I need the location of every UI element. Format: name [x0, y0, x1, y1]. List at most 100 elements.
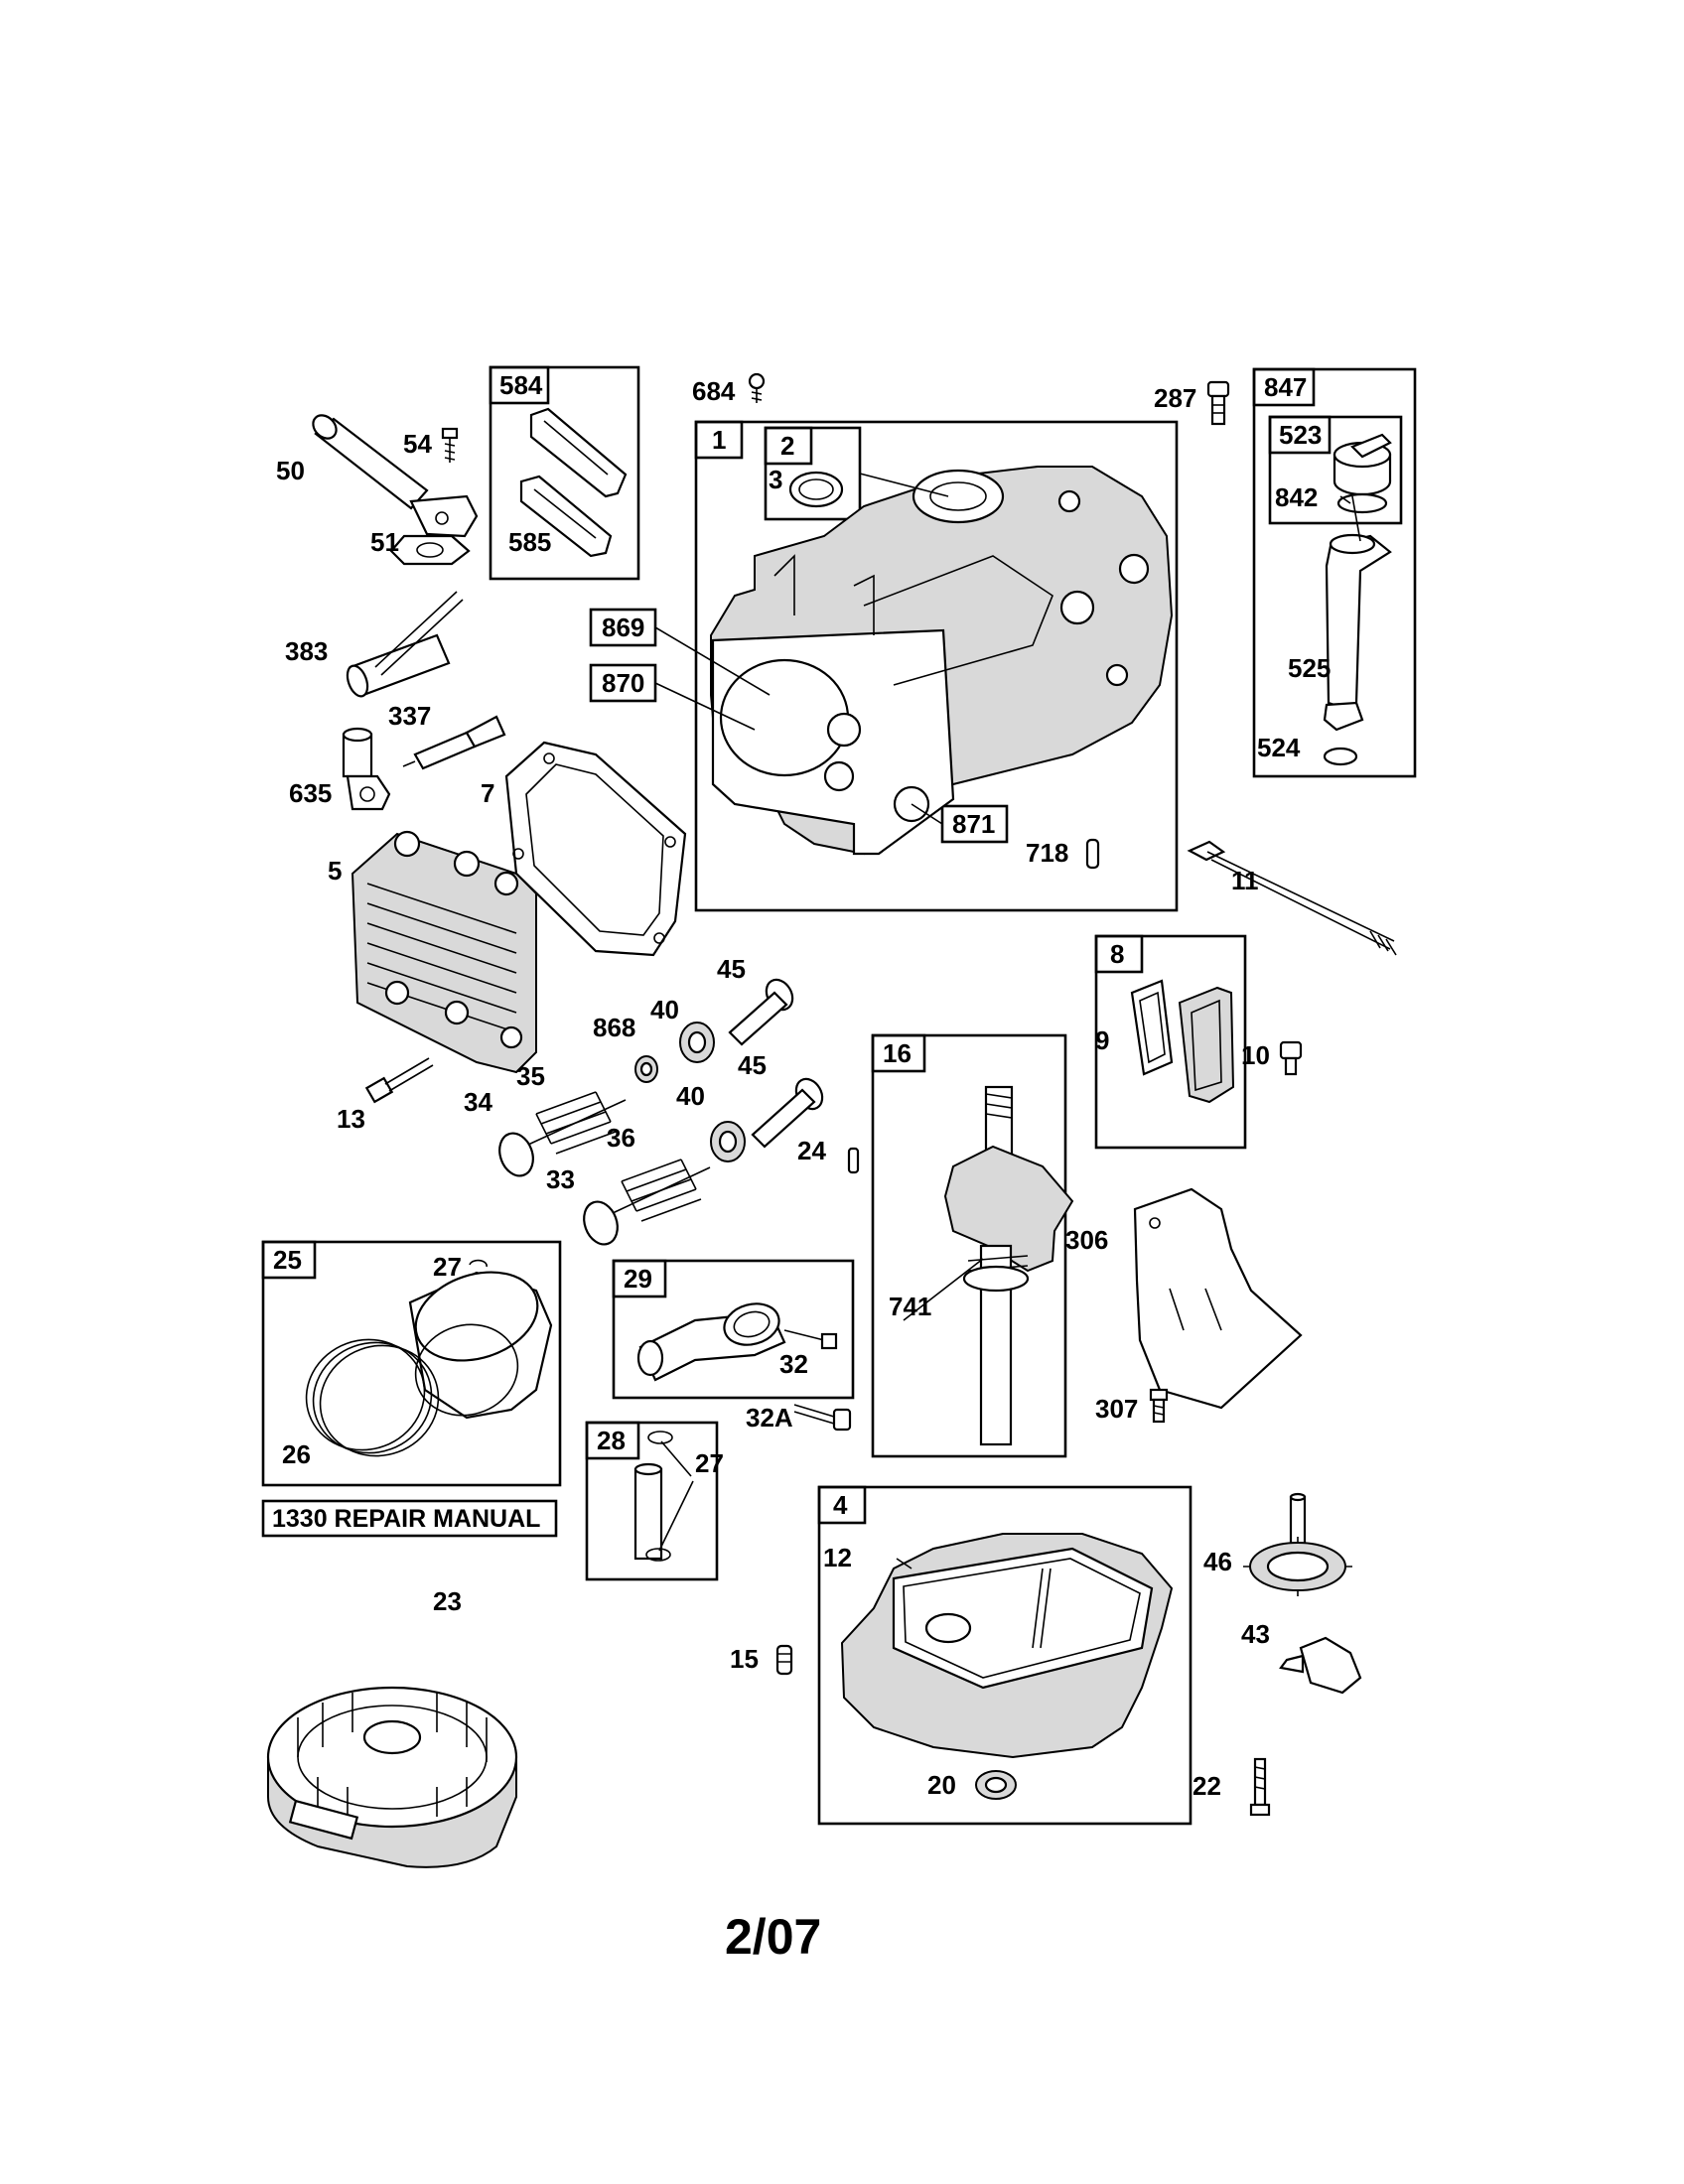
- part-8-breather-cover: [1178, 986, 1235, 1104]
- box-25-frame: [261, 1240, 562, 1487]
- label-32: 32: [779, 1349, 808, 1379]
- box-label-871: 871: [952, 809, 995, 839]
- part-28-wrist-pin: [633, 1462, 663, 1561]
- part-50-breather-tube: [312, 414, 479, 538]
- label-46: 46: [1203, 1547, 1232, 1576]
- box-4-frame: [817, 1485, 1193, 1826]
- label-43: 43: [1241, 1619, 1270, 1649]
- part-40a-seal: [679, 1022, 715, 1063]
- part-307-screw: [1149, 1388, 1169, 1424]
- label-306: 306: [1065, 1225, 1108, 1255]
- label-684: 684: [692, 376, 736, 406]
- part-584-gaskets: [519, 407, 628, 558]
- part-34-valve: [498, 1099, 627, 1177]
- part-45b-guide: [751, 1077, 824, 1149]
- label-22: 22: [1193, 1771, 1221, 1801]
- part-43-governor: [1279, 1636, 1362, 1695]
- label-11: 11: [1231, 866, 1259, 895]
- part-24-pin: [847, 1147, 860, 1174]
- box-tag-group: 584 1 2 847 523 869 870 871 8 16 25 29 2…: [261, 365, 1332, 1525]
- box-label-869: 869: [602, 613, 644, 642]
- label-40a: 40: [650, 995, 679, 1024]
- part-15-plug: [775, 1644, 793, 1676]
- part-741-crankshaft: [943, 1085, 1074, 1446]
- footer-date: 2/07: [725, 1909, 821, 1965]
- box-label-28: 28: [597, 1426, 626, 1455]
- part-337-spark-plug: [402, 715, 506, 770]
- label-33: 33: [546, 1164, 575, 1194]
- label-20: 20: [927, 1770, 956, 1800]
- repair-manual-box: 1330 REPAIR MANUAL: [261, 1499, 558, 1538]
- label-868: 868: [593, 1013, 635, 1042]
- part-523-cap: [1333, 433, 1392, 496]
- part-13-bolt: [364, 1057, 434, 1104]
- part-1-cylinder-block: [710, 466, 1174, 856]
- label-525: 525: [1288, 653, 1331, 683]
- part-287-plug: [1206, 380, 1230, 426]
- label-13: 13: [337, 1104, 365, 1134]
- callout-labels: 684 287 54 50 51 585 3 842 383 525 337 5…: [276, 376, 1331, 1801]
- box-847-frame: [1252, 367, 1417, 778]
- part-9-gasket: [1130, 979, 1174, 1076]
- part-383-tube: [346, 591, 464, 698]
- label-32a: 32A: [746, 1403, 793, 1433]
- box-label-8: 8: [1110, 939, 1124, 969]
- label-9: 9: [1095, 1025, 1109, 1055]
- label-718: 718: [1026, 838, 1068, 868]
- part-7-head-gasket: [504, 741, 687, 957]
- part-22-bolt: [1249, 1757, 1271, 1817]
- label-10: 10: [1241, 1040, 1270, 1070]
- part-842-oring: [1336, 492, 1388, 514]
- label-307: 307: [1095, 1394, 1138, 1424]
- part-4-sump: [840, 1533, 1174, 1759]
- part-635-boot: [342, 727, 391, 811]
- label-23: 23: [433, 1586, 462, 1616]
- label-54: 54: [403, 429, 432, 459]
- part-524-oring: [1323, 747, 1358, 766]
- label-842: 842: [1275, 482, 1318, 512]
- label-12: 12: [823, 1543, 852, 1572]
- label-35: 35: [516, 1061, 545, 1091]
- part-525-dipstick-tube: [1323, 533, 1392, 732]
- label-524: 524: [1257, 733, 1301, 762]
- part-32a-bolt: [793, 1404, 852, 1432]
- box-29-frame: [612, 1259, 855, 1400]
- label-40b: 40: [676, 1081, 705, 1111]
- label-51: 51: [370, 527, 399, 557]
- box-label-2: 2: [780, 431, 794, 461]
- label-337: 337: [388, 701, 431, 731]
- label-7: 7: [481, 778, 494, 808]
- label-45a: 45: [717, 954, 746, 984]
- label-45b: 45: [738, 1050, 767, 1080]
- part-51-gasket: [389, 534, 471, 566]
- box-label-523: 523: [1279, 420, 1322, 450]
- part-45a-guide: [728, 978, 794, 1046]
- label-15: 15: [730, 1644, 759, 1674]
- part-306-shield: [1133, 1187, 1303, 1410]
- part-54-screw: [441, 427, 459, 463]
- box-label-29: 29: [624, 1264, 652, 1294]
- part-26-rings: [305, 1338, 440, 1457]
- label-50: 50: [276, 456, 305, 485]
- leader-lines: [654, 473, 1361, 1570]
- box-label-25: 25: [273, 1245, 302, 1275]
- box-584-frame: [489, 365, 640, 581]
- part-10-screw: [1279, 1040, 1303, 1076]
- part-33-valve: [583, 1166, 711, 1246]
- label-741: 741: [889, 1292, 931, 1321]
- part-32-bolt: [783, 1329, 838, 1350]
- label-3: 3: [769, 465, 782, 494]
- part-29-connecting-rod: [636, 1302, 786, 1382]
- box-label-870: 870: [602, 668, 644, 698]
- frame-group: [261, 365, 1417, 1826]
- box-523-frame: [1268, 415, 1403, 525]
- box-1-frame: [694, 420, 1179, 912]
- part-11-dipstick: [1187, 840, 1397, 956]
- label-27a: 27: [433, 1252, 462, 1282]
- label-383: 383: [285, 636, 328, 666]
- part-23-flywheel: [266, 1686, 518, 1868]
- label-24: 24: [797, 1136, 826, 1165]
- label-287: 287: [1154, 383, 1196, 413]
- part-40b-seal: [710, 1121, 746, 1162]
